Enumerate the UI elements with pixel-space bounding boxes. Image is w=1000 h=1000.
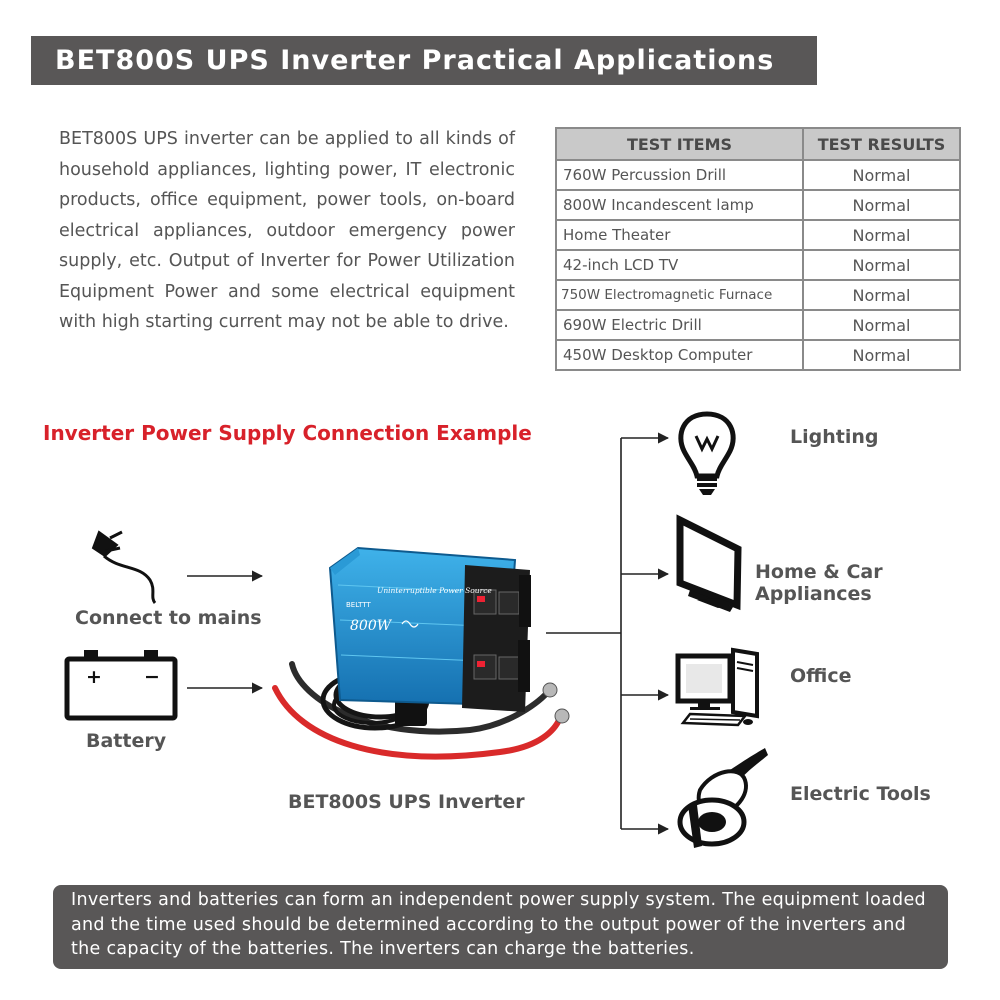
page-title: BET800S UPS Inverter Practical Applicati… [31, 36, 817, 85]
test-result: Normal [802, 309, 961, 341]
battery-negative-label: − [144, 666, 160, 688]
output-label-lighting: Lighting [790, 426, 879, 448]
intro-paragraph: BET800S UPS inverter can be applied to a… [59, 129, 515, 332]
inverter-image: BELTTT 800W Uninterruptible Power Source [272, 546, 570, 760]
test-result: Normal [802, 159, 961, 191]
plug-icon [91, 530, 157, 604]
test-item: 760W Percussion Drill [555, 159, 804, 191]
light-bulb-icon [678, 411, 736, 495]
test-result: Normal [802, 339, 961, 371]
test-result: Normal [802, 219, 961, 251]
output-label-appliances: Home & Car Appliances [755, 561, 883, 605]
mains-label: Connect to mains [75, 607, 262, 629]
footer-note: Inverters and batteries can form an inde… [53, 885, 948, 969]
test-result: Normal [802, 189, 961, 221]
column-header-results: TEST RESULTS [802, 127, 961, 161]
inverter-label: BET800S UPS Inverter [288, 791, 525, 813]
test-item: 800W Incandescent lamp [555, 189, 804, 221]
battery-icon: + − [64, 650, 178, 721]
device-wattage: 800W [350, 618, 393, 634]
column-header-items: TEST ITEMS [555, 127, 804, 161]
table-header-row: TEST ITEMS TEST RESULTS [555, 127, 961, 161]
battery-positive-label: + [86, 666, 102, 688]
test-result: Normal [802, 249, 961, 281]
output-label-office: Office [790, 665, 852, 687]
output-label-tools: Electric Tools [790, 783, 931, 805]
test-item: 42-inch LCD TV [555, 249, 804, 281]
monitor-icon [676, 514, 742, 612]
test-item: Home Theater [555, 219, 804, 251]
device-brand: BELTTT [346, 601, 371, 609]
output-connector-lines [546, 432, 670, 835]
test-item: 450W Desktop Computer [555, 339, 804, 371]
diagram-title: Inverter Power Supply Connection Example [43, 421, 532, 445]
angle-grinder-icon [677, 748, 768, 848]
test-item: 690W Electric Drill [555, 309, 804, 341]
desktop-computer-icon [675, 647, 759, 727]
battery-label: Battery [86, 730, 167, 752]
test-results-table: TEST ITEMS TEST RESULTS 760W Percussion … [555, 127, 961, 371]
test-item: 750W Electromagnetic Furnace [555, 279, 804, 311]
test-result: Normal [802, 279, 961, 311]
device-name: Uninterruptible Power Source [377, 586, 492, 595]
